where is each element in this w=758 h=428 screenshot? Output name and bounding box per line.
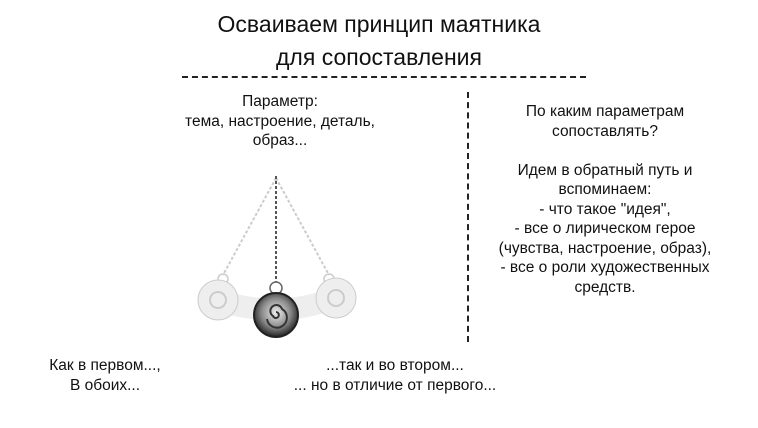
vertical-dashed-divider xyxy=(467,92,469,342)
comparison-criteria-text: По каким параметрам сопоставлять? Идем в… xyxy=(470,102,740,297)
parameter-text: Параметр: тема, настроение, деталь, обра… xyxy=(150,92,410,151)
criteria-line: - все о роли художественных xyxy=(500,259,710,276)
criteria-line xyxy=(470,141,740,161)
criteria-line: средств. xyxy=(574,278,636,296)
chain-right xyxy=(275,177,330,276)
criteria-line: сопоставлять? xyxy=(552,122,658,140)
criteria-line: - все о лирическом герое xyxy=(514,220,696,237)
bottom-left-line: В обоих... xyxy=(69,376,141,394)
ghost-ball-left xyxy=(197,279,239,321)
bottom-center-line: ...так и во втором... xyxy=(326,357,464,374)
criteria-line: (чувства, настроение, образ), xyxy=(498,239,712,257)
parameter-line: Параметр: xyxy=(242,93,318,110)
bottom-left-line: Как в первом..., xyxy=(49,357,161,374)
criteria-line: - что такое "идея", xyxy=(539,200,671,218)
slide-title: Осваиваем принцип маятника для сопоставл… xyxy=(0,8,758,74)
chain-left xyxy=(222,177,277,276)
pendulum-image xyxy=(197,176,357,338)
horizontal-dashed-divider xyxy=(182,76,586,78)
criteria-line: вспоминаем: xyxy=(558,181,652,198)
criteria-line: По каким параметрам xyxy=(525,103,685,120)
bottom-center-line: ... но в отличие от первого... xyxy=(293,376,497,394)
criteria-line: Идем в обратный путь и xyxy=(517,161,693,179)
title-line-2: для сопоставления xyxy=(276,44,482,70)
title-line-1: Осваиваем принцип маятника xyxy=(217,11,541,37)
bottom-center-text: ...так и во втором... ... но в отличие о… xyxy=(250,356,540,395)
bottom-left-text: Как в первом..., В обоих... xyxy=(20,356,190,395)
pendulum-ball xyxy=(253,292,299,338)
parameter-line: образ... xyxy=(252,132,308,149)
ghost-ball-right xyxy=(315,277,357,319)
parameter-line: тема, настроение, деталь, xyxy=(185,112,375,130)
